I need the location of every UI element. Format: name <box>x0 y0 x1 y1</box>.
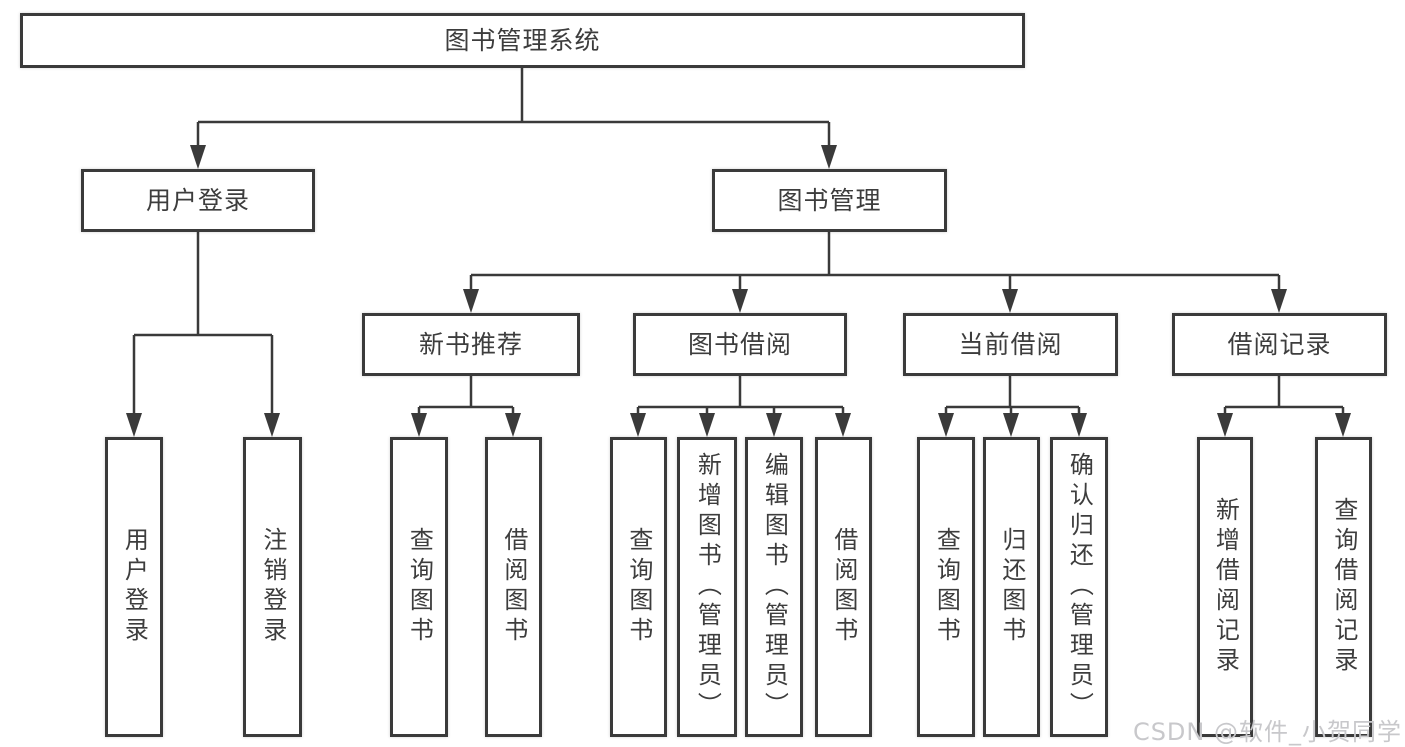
leaf-logout: 注销登录 <box>243 437 302 737</box>
node-label: 新增借阅记录 <box>1211 497 1240 677</box>
leaf-edit-book-admin: 编辑图书（管理员） <box>745 437 803 737</box>
node-label: 图书借阅 <box>687 329 792 359</box>
node-label: 查询借阅记录 <box>1329 497 1358 677</box>
node-label: 查询图书 <box>624 527 653 647</box>
leaf-return-book: 归还图书 <box>983 437 1040 737</box>
node-label: 注销登录 <box>258 527 287 647</box>
node-book-management: 图书管理 <box>712 169 947 232</box>
node-book-borrowing: 图书借阅 <box>633 313 847 376</box>
node-borrowing-records: 借阅记录 <box>1172 313 1387 376</box>
node-current-borrowing: 当前借阅 <box>903 313 1118 376</box>
node-label: 查询图书 <box>405 527 434 647</box>
node-library-management-system: 图书管理系统 <box>20 13 1025 68</box>
leaf-query-book-under-borrowing: 查询图书 <box>610 437 667 737</box>
leaf-user-login: 用户登录 <box>105 437 163 737</box>
node-label: 归还图书 <box>997 527 1026 647</box>
node-label: 当前借阅 <box>958 329 1063 359</box>
node-label: 用户登录 <box>145 185 250 215</box>
node-new-book-recommend: 新书推荐 <box>362 313 580 376</box>
node-label: 用户登录 <box>120 527 149 647</box>
node-label: 确认归还（管理员） <box>1065 452 1094 722</box>
leaf-add-borrow-record: 新增借阅记录 <box>1197 437 1253 737</box>
leaf-add-book-admin: 新增图书（管理员） <box>677 437 737 737</box>
node-label: 借阅图书 <box>499 527 528 647</box>
node-label: 借阅图书 <box>829 527 858 647</box>
node-label: 图书管理系统 <box>444 25 601 55</box>
leaf-borrow-book-under-recommend: 借阅图书 <box>485 437 542 737</box>
node-label: 新增图书（管理员） <box>693 452 722 722</box>
node-label: 查询图书 <box>932 527 961 647</box>
elbow-connectors <box>132 68 1345 416</box>
node-label: 编辑图书（管理员） <box>760 452 789 722</box>
leaf-borrow-book-under-borrowing: 借阅图书 <box>815 437 872 737</box>
node-user-login: 用户登录 <box>81 169 315 232</box>
node-label: 借阅记录 <box>1227 329 1332 359</box>
leaf-query-borrow-record: 查询借阅记录 <box>1315 437 1372 737</box>
arrowhead-icons <box>126 145 1351 437</box>
node-label: 图书管理 <box>777 185 882 215</box>
leaf-query-book-under-recommend: 查询图书 <box>390 437 448 737</box>
leaf-query-book-under-current: 查询图书 <box>917 437 975 737</box>
leaf-confirm-return-admin: 确认归还（管理员） <box>1050 437 1108 737</box>
node-label: 新书推荐 <box>418 329 523 359</box>
